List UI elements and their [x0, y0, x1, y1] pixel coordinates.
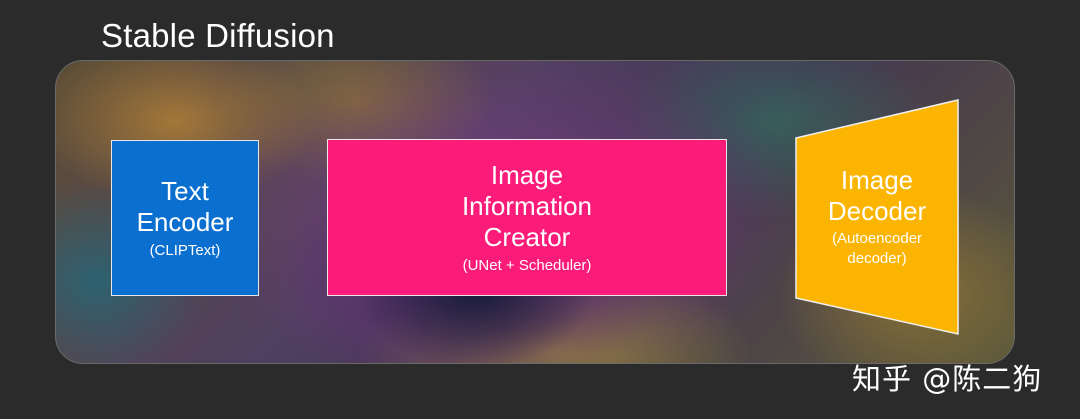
- image-decoder-label: Image Decoder: [827, 165, 927, 226]
- info-creator-label: Image Information Creator: [461, 160, 593, 252]
- image-information-creator-block: Image Information Creator (UNet + Schedu…: [327, 139, 727, 296]
- text-encoder-sublabel: (CLIPText): [149, 242, 221, 259]
- text-encoder-label: Text Encoder: [136, 176, 234, 237]
- decoder-trapezoid-shape: [795, 99, 959, 335]
- text-encoder-block: Text Encoder (CLIPText): [111, 140, 259, 296]
- image-decoder-block: Image Decoder (Autoencoder decoder): [793, 98, 961, 336]
- info-creator-sublabel: (UNet + Scheduler): [462, 257, 592, 274]
- diagram-title: Stable Diffusion: [101, 17, 335, 54]
- watermark-text: 知乎 @陈二狗: [852, 362, 1043, 396]
- image-decoder-sublabel: (Autoencoder decoder): [831, 230, 923, 267]
